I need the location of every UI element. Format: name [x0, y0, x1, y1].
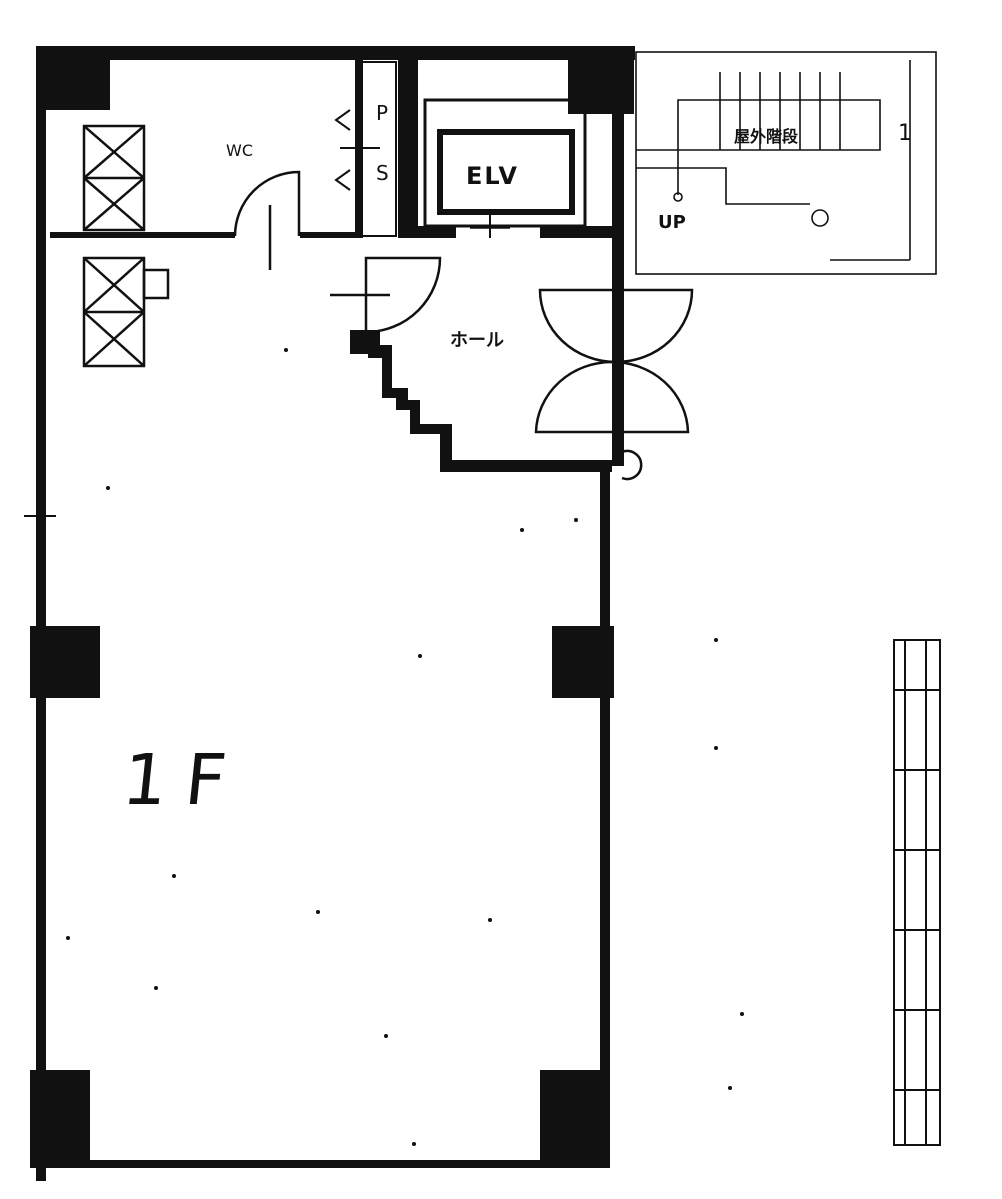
hall-label: ホール [450, 330, 504, 351]
elevator-box [423, 98, 587, 238]
stair-number-label: 1 [898, 121, 912, 146]
exterior-rail [893, 639, 941, 1146]
stairs-icon [635, 51, 937, 275]
shaft [334, 61, 397, 237]
wc-label: WC [226, 141, 253, 160]
entrance-door-icon [534, 288, 694, 481]
outdoor-stairs-label: 屋外階段 [734, 127, 799, 146]
shaft-p-label: P [376, 101, 388, 125]
floor-label: 1F [119, 739, 248, 821]
shaft-s-label: S [376, 161, 389, 185]
outer-walls [36, 46, 635, 1181]
storage-cross-icon [82, 124, 170, 368]
hall-door-icon [330, 256, 442, 334]
door-swing-icon [233, 170, 301, 270]
elevator-label: ELV [466, 162, 519, 190]
stairs-up-label: UP [658, 212, 686, 233]
scan-dots [66, 348, 744, 1146]
left-window [24, 440, 56, 620]
columns [30, 46, 634, 1168]
